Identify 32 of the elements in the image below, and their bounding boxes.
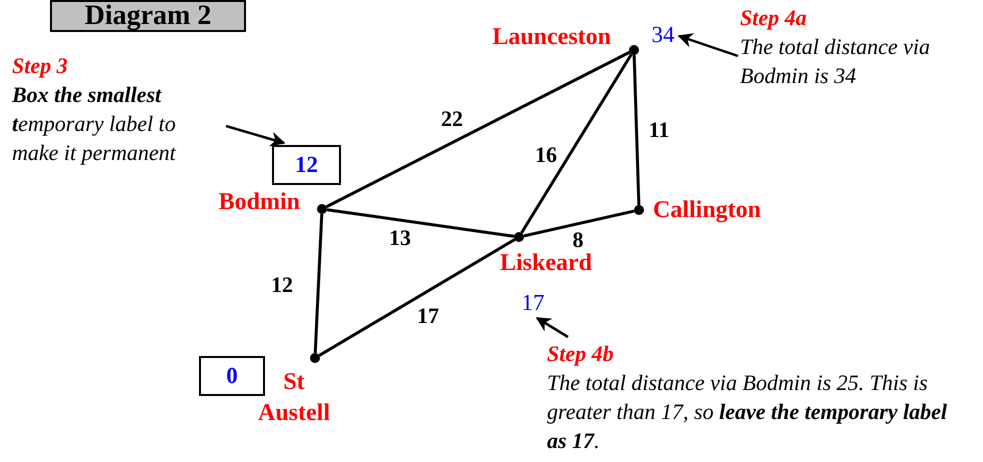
road-line [524, 210, 634, 238]
edge-label: 22 [441, 108, 463, 130]
road-line [632, 54, 640, 206]
road-line [326, 50, 630, 208]
arrow [678, 33, 738, 58]
road-line [318, 238, 516, 357]
road-line [520, 53, 633, 234]
temporary-label: 17 [518, 290, 548, 316]
edge-label: 16 [535, 144, 557, 166]
step-description: Box the smallest temporary label to make it permanent [12, 81, 178, 167]
road-line [314, 214, 324, 354]
temporary-label: 34 [648, 22, 678, 48]
edge-label: 12 [271, 274, 293, 296]
edge-label: 8 [572, 229, 584, 251]
town-label: Liskeard [500, 249, 594, 278]
arrow [226, 124, 286, 146]
town-label: Launceston [491, 23, 611, 52]
step-heading: Step 4a [740, 4, 808, 32]
town-label: Callington [653, 196, 762, 225]
edge-label: 11 [648, 119, 670, 141]
permanent-label-box: 12 [272, 145, 341, 185]
edge-label: 17 [417, 305, 439, 327]
road-line [326, 208, 514, 238]
step-heading: Step 4b [547, 340, 615, 368]
step-description: The total distance via Bodmin is 25. This is greater than 17, so leave the temporary label as 17. [547, 369, 948, 455]
title-box: Diagram 2 [50, 0, 246, 32]
step-description: The total distance via Bodmin is 34 [740, 33, 932, 90]
town-label: Bodmin [218, 188, 300, 217]
step-heading: Step 3 [12, 52, 69, 80]
arrow [536, 316, 569, 338]
edge-label: 13 [389, 227, 411, 249]
permanent-label-box: 0 [199, 356, 265, 396]
